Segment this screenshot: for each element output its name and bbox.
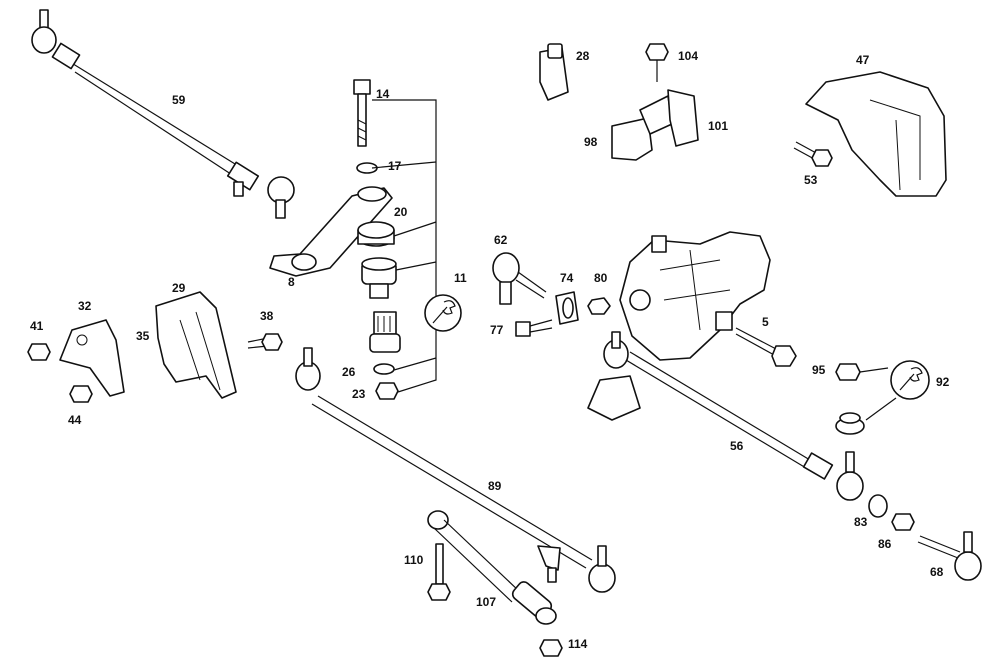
callout-101: 101 <box>708 119 728 133</box>
callout-41: 41 <box>30 319 44 333</box>
callout-107: 107 <box>476 595 496 609</box>
callout-labels: 59 14 17 20 8 11 62 74 80 77 5 28 104 98… <box>30 49 950 651</box>
callout-32: 32 <box>78 299 92 313</box>
callout-68: 68 <box>930 565 944 579</box>
clip-28 <box>539 43 569 101</box>
bolt-77 <box>515 319 553 337</box>
bracket-101 <box>667 89 699 147</box>
callout-74: 74 <box>560 271 574 285</box>
washer-26 <box>373 363 395 375</box>
nut-86 <box>891 513 915 531</box>
callout-89: 89 <box>488 479 502 493</box>
callout-35: 35 <box>136 329 150 343</box>
callout-56: 56 <box>730 439 744 453</box>
bracket-98 <box>611 95 673 161</box>
callout-83: 83 <box>854 515 868 529</box>
callout-28: 28 <box>576 49 590 63</box>
bushing-74 <box>555 291 579 325</box>
nut-95 <box>835 363 861 381</box>
callout-59: 59 <box>172 93 186 107</box>
callout-77: 77 <box>490 323 504 337</box>
drag-link-89 <box>295 347 616 593</box>
callout-17: 17 <box>388 159 402 173</box>
callout-98: 98 <box>584 135 598 149</box>
damper-107 <box>427 510 557 625</box>
ball-stud-68 <box>917 531 982 581</box>
nut-80 <box>587 297 611 315</box>
callout-11: 11 <box>454 271 467 285</box>
callout-5: 5 <box>762 315 769 329</box>
bushing-20 <box>357 221 395 247</box>
shield-47 <box>805 71 947 197</box>
tie-rod-56 <box>587 331 864 501</box>
callout-44: 44 <box>68 413 82 427</box>
nut-114 <box>539 639 563 657</box>
wrench-icon-11 <box>424 294 462 332</box>
washer-83 <box>868 494 888 518</box>
callout-80: 80 <box>594 271 608 285</box>
callout-38: 38 <box>260 309 274 323</box>
screw-38 <box>247 333 283 351</box>
callout-110: 110 <box>404 553 424 567</box>
bolt-110 <box>427 543 451 601</box>
callout-86: 86 <box>878 537 892 551</box>
callout-95: 95 <box>812 363 826 377</box>
bracket-11 <box>372 99 437 393</box>
ball-joint-62 <box>492 252 547 305</box>
steering-gearbox <box>619 231 771 361</box>
callout-92: 92 <box>936 375 950 389</box>
callout-114: 114 <box>568 637 588 651</box>
joint-lower <box>369 311 401 353</box>
callout-23: 23 <box>352 387 366 401</box>
callout-104: 104 <box>678 49 698 63</box>
callout-20: 20 <box>394 205 408 219</box>
nut-41 <box>27 343 51 361</box>
wrench-icon-92 <box>890 360 930 400</box>
callout-47: 47 <box>856 53 870 67</box>
bolt-14 <box>353 79 371 147</box>
bolt-53 <box>793 141 833 167</box>
callout-8: 8 <box>288 275 295 289</box>
callout-14: 14 <box>376 87 390 101</box>
tie-rod-59 <box>31 9 295 219</box>
callout-26: 26 <box>342 365 356 379</box>
bolt-5 <box>735 327 797 367</box>
bracket-32 <box>59 319 125 397</box>
joint-upper <box>361 257 397 299</box>
callout-62: 62 <box>494 233 508 247</box>
callout-53: 53 <box>804 173 818 187</box>
callout-29: 29 <box>172 281 186 295</box>
nut-23 <box>375 382 399 400</box>
screw-104 <box>645 43 669 82</box>
bracket-29 <box>155 291 237 399</box>
pitman-arm-8 <box>269 186 393 277</box>
nut-44 <box>69 385 93 403</box>
bushing-lower-right <box>835 412 865 435</box>
